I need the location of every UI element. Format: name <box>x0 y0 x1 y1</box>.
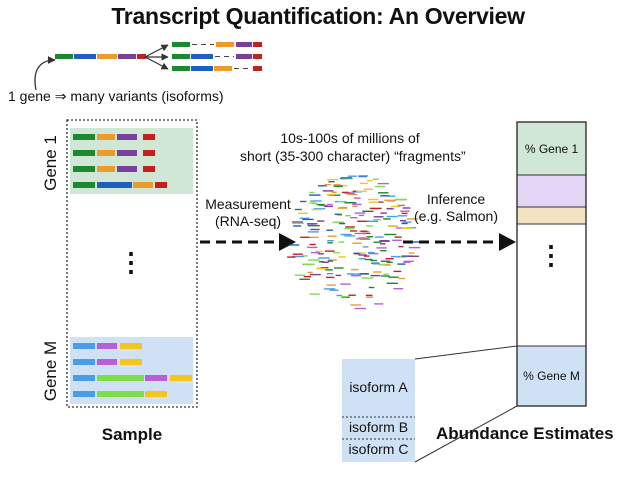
gene-m-label: Gene M <box>41 340 60 402</box>
exon-bar <box>73 182 95 188</box>
exon-bar <box>73 166 95 172</box>
exon-bar <box>73 375 95 381</box>
exon-bar <box>97 134 115 140</box>
bar-ellipsis: ⋮ <box>538 240 564 270</box>
zoom-line-top <box>414 345 518 360</box>
page-title: Transcript Quantification: An Overview <box>111 3 525 29</box>
bar-segment-gene-m <box>517 346 586 406</box>
gene-1-transcripts <box>73 134 167 188</box>
isoform-breakdown <box>342 359 415 462</box>
exon-bar <box>191 54 213 59</box>
exon-bar <box>97 391 144 397</box>
exon-bar <box>236 54 252 59</box>
exon-bar <box>120 359 142 365</box>
exon-bar <box>145 391 167 397</box>
exon-bar <box>117 166 137 172</box>
exon-bar <box>97 150 115 156</box>
exon-bar <box>97 54 117 59</box>
exon-bar <box>55 54 73 59</box>
exon-bar <box>253 54 262 59</box>
exon-bar <box>143 134 155 140</box>
exon-bar <box>74 54 96 59</box>
inference-label: Inference <box>426 191 486 207</box>
curved-arrow <box>34 56 56 91</box>
exon-bar <box>214 66 232 71</box>
exon-bar <box>97 375 144 381</box>
exon-bar <box>97 182 132 188</box>
bar-segment-isoform-3 <box>517 207 586 224</box>
exon-bar <box>155 182 167 188</box>
gene-1-label: Gene 1 <box>41 135 60 191</box>
exon-bar <box>236 42 252 47</box>
bar-gene-1-label: % Gene 1 <box>524 142 579 156</box>
exon-bar <box>73 343 95 349</box>
exon-bar <box>170 375 192 381</box>
exon-bar <box>253 42 262 47</box>
exon-bar <box>73 391 95 397</box>
exon-bar <box>73 134 95 140</box>
isoform-a-label: isoform A <box>349 379 408 395</box>
exon-bar <box>117 134 137 140</box>
exon-bar <box>97 166 115 172</box>
exon-bar <box>118 54 136 59</box>
exon-bar <box>191 66 213 71</box>
gene-caption: 1 gene ⇒ many variants (isoforms) <box>8 88 224 104</box>
exon-bar <box>137 54 146 59</box>
exon-bar <box>143 166 155 172</box>
exon-bar <box>97 359 117 365</box>
exon-bar <box>172 42 190 47</box>
exon-bar <box>120 343 142 349</box>
exon-bar <box>172 54 190 59</box>
exon-bar <box>216 42 234 47</box>
exon-bar <box>172 66 190 71</box>
bar-segment-isoform-2 <box>517 175 586 207</box>
gene-transcript <box>55 54 146 59</box>
isoform-b-label: isoform B <box>348 419 409 435</box>
exon-bar <box>117 150 137 156</box>
bar-gene-m-label: % Gene M <box>523 369 580 383</box>
abundance-bar <box>516 121 587 407</box>
branch-arrow-bottom <box>144 56 169 70</box>
exon-bar <box>73 359 95 365</box>
branch-arrow-top <box>144 44 169 58</box>
bar-segment-gene-1 <box>517 122 586 175</box>
isoform-c-label: isoform C <box>348 441 409 457</box>
exon-bar <box>73 150 95 156</box>
fragment-cloud <box>287 175 421 310</box>
gene-m-transcripts <box>73 343 192 397</box>
measurement-label: Measurement <box>205 196 291 212</box>
fragments-caption-line-2: short (35-300 character) “fragments” <box>240 148 466 164</box>
isoform-variants <box>172 42 262 71</box>
inference-arrow-head <box>499 233 516 251</box>
exon-bar <box>253 66 262 71</box>
measurement-arrow-head <box>279 233 296 251</box>
inference-sublabel: (e.g. Salmon) <box>413 208 499 224</box>
fragments-caption-line-1: 10s-100s of millions of <box>280 130 420 146</box>
exon-bar <box>143 150 155 156</box>
sample-ellipsis: ⋮ <box>118 247 144 277</box>
exon-bar <box>97 343 117 349</box>
sample-label: Sample <box>101 425 163 444</box>
exon-bar <box>145 375 167 381</box>
exon-bar <box>133 182 153 188</box>
measurement-sublabel: (RNA-seq) <box>214 213 282 229</box>
sample-box <box>66 119 198 408</box>
abundance-label: Abundance Estimates <box>436 424 614 443</box>
zoom-line-bottom <box>414 405 518 463</box>
